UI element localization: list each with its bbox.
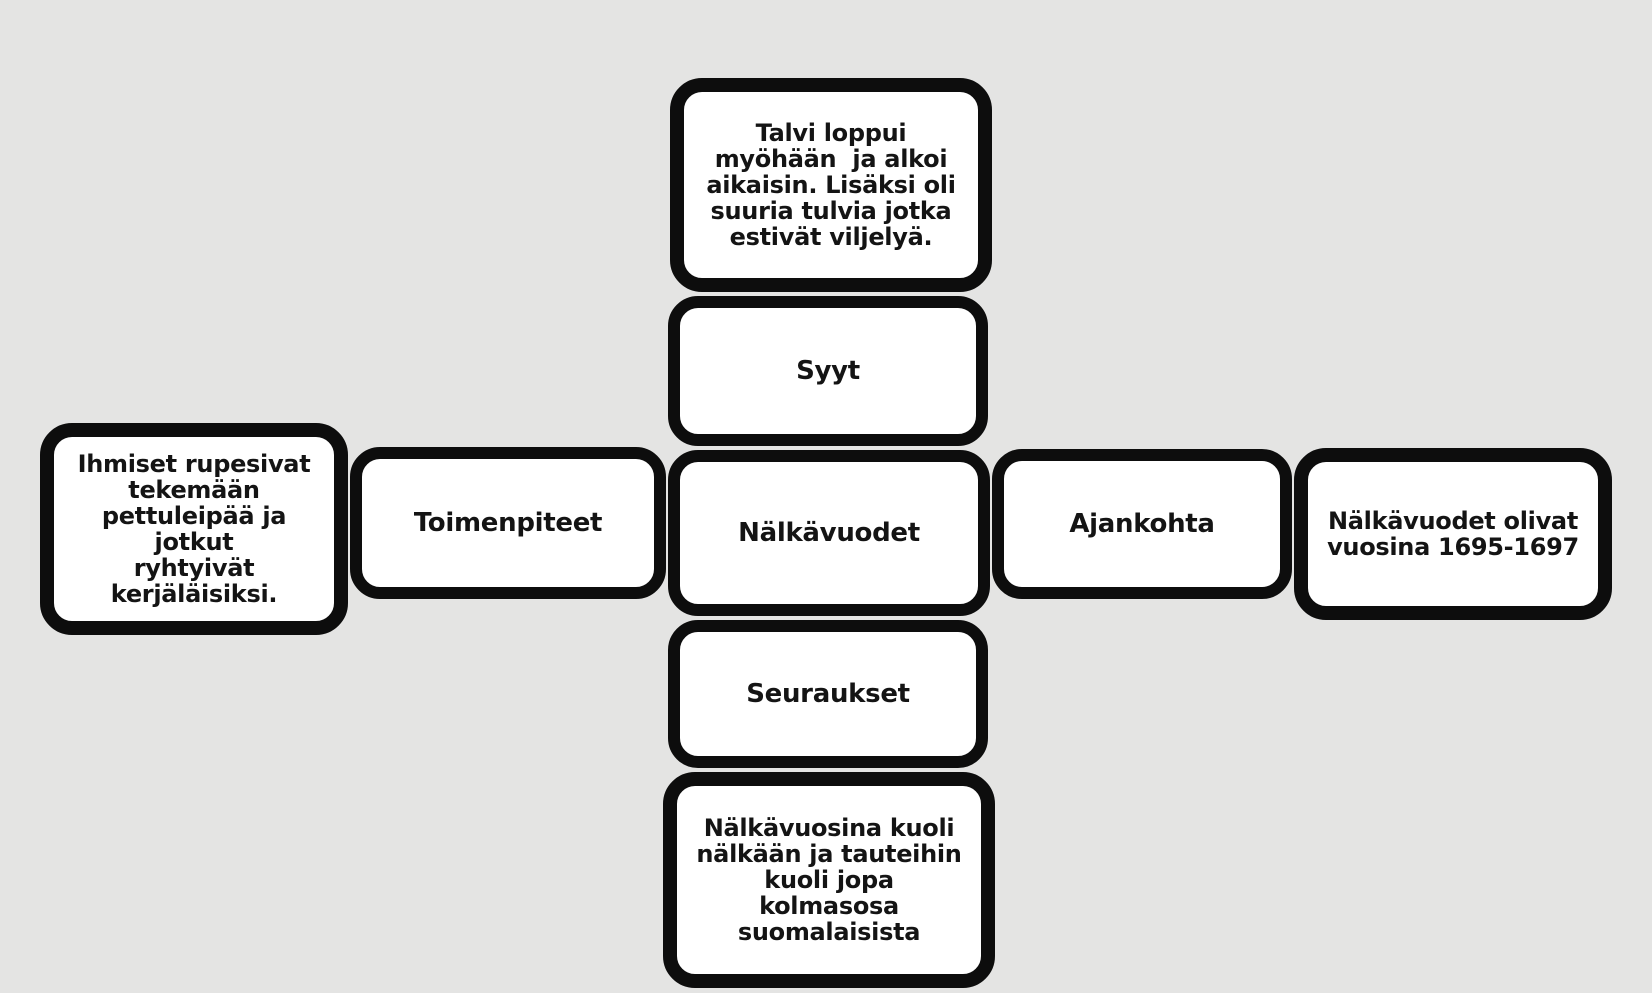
popple-seuraus-detail-text: Nälkävuosina kuoli nälkään ja tauteihin … bbox=[696, 814, 962, 946]
popple-seuraukset-label: Seuraukset bbox=[746, 679, 910, 709]
popple-ajankohta-detail[interactable]: Nälkävuodet olivat vuosina 1695-1697 bbox=[1294, 448, 1612, 620]
popple-ajankohta[interactable]: Ajankohta bbox=[992, 449, 1292, 599]
popple-toimenpide-detail-text: Ihmiset rupesivat tekemään pettuleipää j… bbox=[77, 450, 311, 608]
popple-toimenpiteet[interactable]: Toimenpiteet bbox=[350, 447, 666, 599]
popple-syyt[interactable]: Syyt bbox=[668, 296, 988, 446]
popple-ajankohta-label: Ajankohta bbox=[1069, 509, 1215, 539]
popple-toimenpide-detail[interactable]: Ihmiset rupesivat tekemään pettuleipää j… bbox=[40, 423, 348, 635]
popple-nalkavuodet-label: Nälkävuodet bbox=[738, 518, 920, 548]
popple-nalkavuodet-center[interactable]: Nälkävuodet bbox=[668, 450, 990, 616]
popple-seuraus-detail[interactable]: Nälkävuosina kuoli nälkään ja tauteihin … bbox=[663, 772, 995, 988]
popple-toimenpiteet-label: Toimenpiteet bbox=[413, 508, 603, 538]
popple-seuraukset[interactable]: Seuraukset bbox=[668, 620, 988, 768]
popple-cause-detail[interactable]: Talvi loppui myöhään ja alkoi aikaisin. … bbox=[670, 78, 992, 292]
popple-cause-detail-text: Talvi loppui myöhään ja alkoi aikaisin. … bbox=[706, 119, 956, 251]
popple-syyt-label: Syyt bbox=[796, 356, 860, 386]
popple-ajankohta-detail-text: Nälkävuodet olivat vuosina 1695-1697 bbox=[1327, 507, 1579, 561]
